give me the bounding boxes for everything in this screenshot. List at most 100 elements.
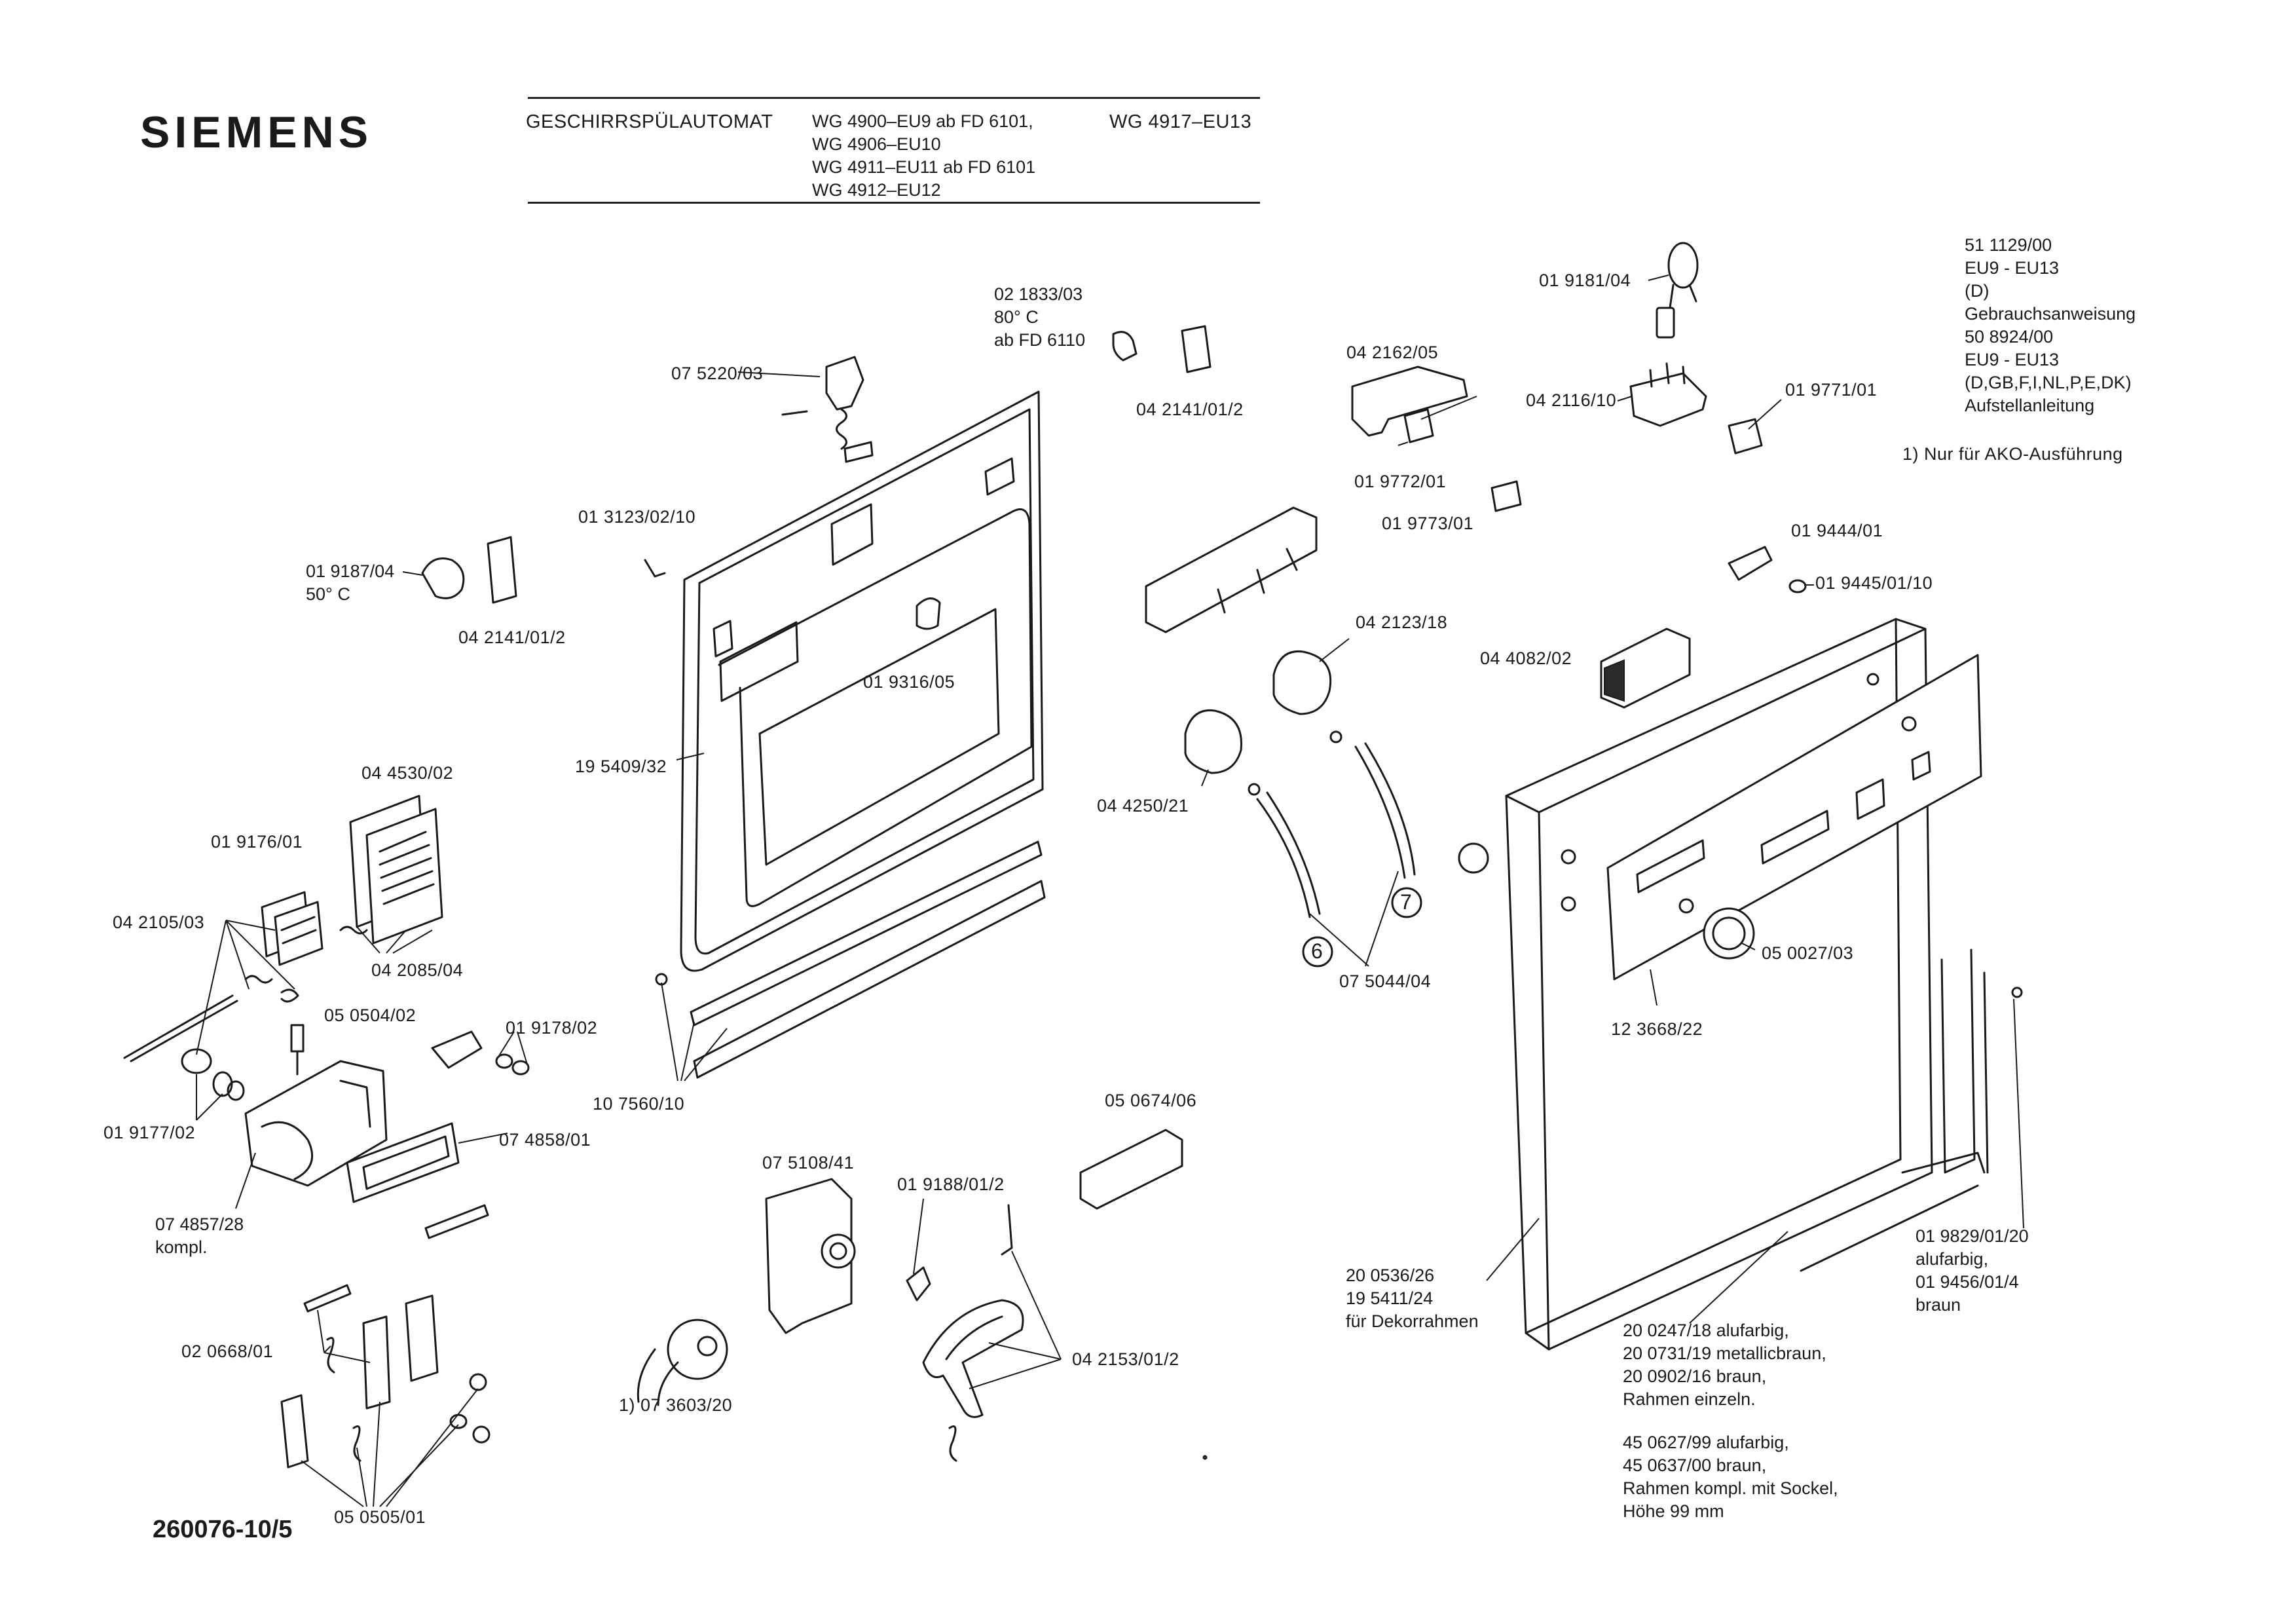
part-note: Rahmen kompl. mit Sockel,: [1623, 1478, 1838, 1498]
part-label-050504: 05 0504/02: [324, 1005, 417, 1025]
part-number: 45 0627/99 alufarbig,: [1623, 1433, 1789, 1452]
switch-and-lamp: [1492, 243, 1762, 511]
thermostat-left: [422, 537, 665, 603]
part-label-020668: 02 0668/01: [181, 1342, 274, 1361]
doc-line: 50 8924/00: [1965, 327, 2054, 347]
part-note: Höhe 99 mm: [1623, 1501, 1724, 1521]
part-label-073603: 1) 07 3603/20: [619, 1395, 733, 1415]
model-line: WG 4912–EU12: [812, 180, 941, 200]
thermostat-clip-top: [1113, 326, 1210, 372]
part-label-019444: 01 9444/01: [1791, 521, 1883, 540]
part-number: 20 0536/26: [1346, 1266, 1435, 1285]
filter-screens: [262, 796, 442, 965]
part-note: 50° C: [306, 584, 350, 604]
part-number: 01 9187/04: [306, 561, 395, 581]
part-label-021833: 02 1833/03 80° C ab FD 6110: [994, 283, 1085, 352]
part-label-013123: 01 3123/02/10: [578, 507, 696, 527]
part-label-075044: 07 5044/04: [1339, 971, 1432, 991]
fitting-019444: [1729, 547, 1805, 592]
part-label-019772: 01 9772/01: [1354, 472, 1447, 491]
part-number: 20 0902/16 braun,: [1623, 1366, 1767, 1386]
cable-cover: [1081, 1130, 1182, 1209]
part-label-019445: 01 9445/01/10: [1815, 573, 1933, 593]
part-label-019829: 01 9829/01/20 alufarbig, 01 9456/01/4 br…: [1916, 1225, 2029, 1317]
circle-marker-6: 6: [1311, 939, 1324, 963]
part-label-042123: 04 2123/18: [1356, 612, 1448, 632]
bracket-042162: [1352, 367, 1467, 442]
part-label-450627: 45 0627/99 alufarbig, 45 0637/00 braun, …: [1623, 1431, 1838, 1523]
part-label-019771: 01 9771/01: [1785, 380, 1878, 400]
part-number: 45 0637/00 braun,: [1623, 1455, 1767, 1475]
part-note: ab FD 6110: [994, 330, 1086, 350]
doc-line: 51 1129/00: [1965, 235, 2052, 255]
part-label-195409: 19 5409/32: [575, 757, 667, 776]
part-note: braun: [1916, 1295, 1961, 1315]
part-label-107560: 10 7560/10: [593, 1094, 685, 1114]
part-label-042141-top: 04 2141/01/2: [1136, 400, 1244, 419]
hinge-brackets: [282, 1285, 489, 1467]
part-note: für Dekorrahmen: [1346, 1311, 1479, 1331]
selector-and-cam: [638, 1267, 930, 1405]
knobs-and-hoses: [1185, 651, 1415, 917]
part-label-019181: 01 9181/04: [1539, 271, 1631, 290]
part-note: 80° C: [994, 307, 1039, 327]
doc-line: (D): [1965, 281, 1990, 301]
part-label-042105: 04 2105/03: [113, 912, 205, 932]
doc-line: Gebrauchsanweisung: [1965, 304, 2136, 324]
part-label-075220: 07 5220/03: [671, 364, 764, 383]
hinge-assembly: [783, 357, 872, 462]
part-label-042116: 04 2116/10: [1526, 390, 1617, 410]
part-number: 20 0731/19 metallicbraun,: [1623, 1343, 1826, 1363]
door-handle-044082: [1601, 629, 1690, 707]
part-label-044082: 04 4082/02: [1480, 648, 1572, 668]
part-label-019187: 01 9187/04 50° C: [306, 560, 394, 606]
part-label-050674: 05 0674/06: [1105, 1091, 1197, 1110]
screws: [1204, 988, 2022, 1459]
footnote: 1) Nur für AKO-Ausführung: [1902, 444, 2123, 464]
lower-rail: [656, 842, 1045, 1078]
part-label-019773: 01 9773/01: [1382, 514, 1474, 533]
part-note: kompl.: [155, 1237, 208, 1257]
part-number: 20 0247/18 alufarbig,: [1623, 1321, 1789, 1340]
part-label-019188: 01 9188/01/2: [897, 1174, 1005, 1194]
part-label-200247: 20 0247/18 alufarbig, 20 0731/19 metalli…: [1623, 1319, 1826, 1411]
lever-042153: [923, 1205, 1023, 1461]
brand-logo: SIEMENS: [140, 107, 373, 157]
part-note: Rahmen einzeln.: [1623, 1389, 1756, 1409]
part-label-123668: 12 3668/22: [1611, 1019, 1703, 1039]
documentation-notes: 51 1129/00 EU9 - EU13 (D) Gebrauchsanwei…: [1965, 234, 2136, 417]
doc-line: EU9 - EU13: [1965, 350, 2060, 369]
part-label-044530: 04 4530/02: [361, 763, 454, 783]
part-number: 07 4857/28: [155, 1214, 244, 1234]
model-list: WG 4900–EU9 ab FD 6101, WG 4906–EU10 WG …: [812, 110, 1035, 202]
part-label-075108: 07 5108/41: [762, 1153, 855, 1173]
doc-line: EU9 - EU13: [1965, 258, 2060, 278]
circled-markers: [1303, 888, 1421, 966]
doc-line: Aufstellanleitung: [1965, 396, 2095, 415]
part-label-042141-left: 04 2141/01/2: [458, 628, 566, 647]
part-label-019178: 01 9178/02: [506, 1018, 598, 1038]
header-rule-bottom: [528, 202, 1260, 204]
timer-075108: [766, 1179, 855, 1333]
part-label-074858: 07 4858/01: [499, 1130, 591, 1150]
part-label-019176: 01 9176/01: [211, 832, 303, 852]
part-label-042153: 04 2153/01/2: [1072, 1349, 1179, 1369]
springs-and-rods: [124, 976, 303, 1100]
part-label-019316: 01 9316/05: [863, 672, 955, 692]
model-line: WG 4900–EU9 ab FD 6101,: [812, 111, 1033, 131]
inner-door-panel: [681, 392, 1043, 971]
part-number: 19 5411/24: [1346, 1288, 1434, 1308]
part-label-074857: 07 4857/28 kompl.: [155, 1213, 244, 1259]
model-line: WG 4911–EU11 ab FD 6101: [812, 157, 1036, 177]
part-number: 01 9829/01/20: [1916, 1226, 2029, 1246]
part-note: alufarbig,: [1916, 1249, 1989, 1269]
part-label-019177: 01 9177/02: [103, 1123, 196, 1142]
part-number: 02 1833/03: [994, 284, 1083, 304]
document-number: 260076-10/5: [153, 1516, 293, 1543]
header-rule-top: [528, 97, 1260, 99]
side-trim: [1801, 950, 1988, 1271]
part-label-050027: 05 0027/03: [1762, 943, 1854, 963]
part-label-044250: 04 4250/21: [1097, 796, 1189, 816]
